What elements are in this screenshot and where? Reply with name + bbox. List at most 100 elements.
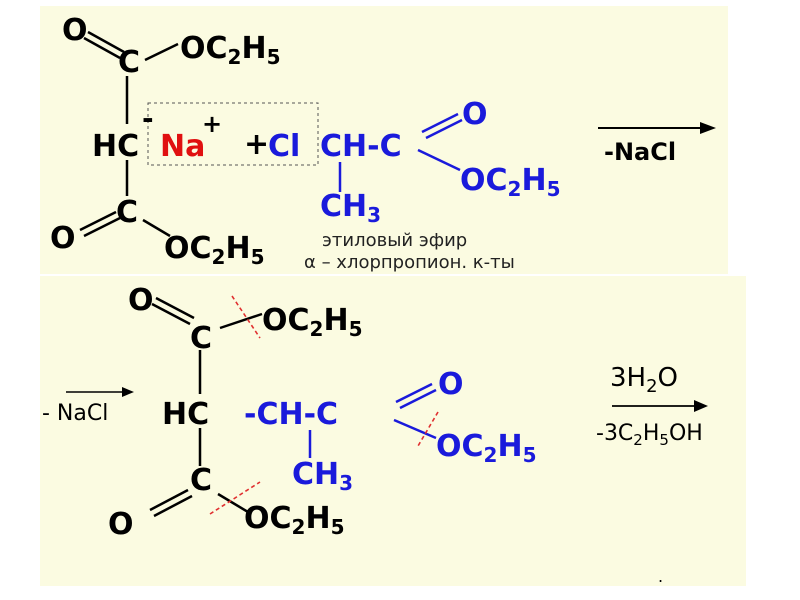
ester-sub2: 2 [212, 245, 226, 269]
bottom-blue-bond-c-oc2h5 [393, 418, 437, 440]
top-ch-c: CH-C [320, 129, 402, 164]
top-panel [40, 6, 728, 274]
top-na: Na [160, 129, 205, 164]
ethanol-h: H [643, 421, 660, 446]
top-bonds [79, 30, 179, 238]
top-c-lower: C [116, 195, 138, 230]
ester-h: H [305, 501, 330, 536]
bottom-cleavage-marks [209, 295, 439, 515]
top-o-upper: O [62, 13, 88, 48]
top-cl: Cl [268, 129, 300, 164]
top-dashed-box [147, 102, 319, 166]
top-reaction-arrow [598, 122, 716, 134]
methyl-ch: CH [320, 189, 367, 224]
ethanol-oh: OH [669, 421, 703, 446]
top-plus: + [244, 127, 269, 162]
bottom-oc2h5-blue: OC2H5 [436, 429, 536, 467]
cut-mark-middle [417, 411, 439, 447]
ethanol-sub2: 2 [633, 431, 643, 449]
bottom-o-blue: O [438, 367, 464, 402]
top-oc2h5-upper: OC2H5 [180, 31, 280, 69]
top-hc: HC [92, 129, 139, 164]
ester-sub5: 5 [523, 443, 537, 467]
bottom-double-bond-lower-b [153, 494, 193, 518]
bottom-double-bond-upper-b [155, 296, 195, 320]
bottom-ch-c: -CH-C [244, 397, 338, 432]
arrow-head [700, 122, 716, 134]
bottom-c-upper: C [190, 321, 212, 356]
ester-sub2: 2 [484, 443, 498, 467]
methyl-ch: CH [292, 457, 339, 492]
ethanol-sub5: 5 [659, 431, 669, 449]
top-double-bond-lower-a [79, 210, 117, 232]
top-oc2h5-lower: OC2H5 [164, 231, 264, 269]
ester-oc: OC [180, 31, 228, 66]
ethanol-3c: -3C [596, 421, 633, 446]
ester-oc: OC [460, 163, 508, 198]
ester-oc: OC [244, 501, 292, 536]
top-minus: - [142, 102, 154, 135]
ester-sub5: 5 [267, 45, 281, 69]
bottom-water-label: 3H2O [610, 363, 678, 397]
top-double-bond-upper-a [83, 36, 121, 60]
top-na-charge: + [202, 110, 222, 138]
top-blue-bonds [338, 112, 463, 192]
ester-h: H [497, 429, 522, 464]
bottom-left-arrow [66, 387, 134, 397]
water-3h: 3H [610, 363, 646, 393]
ester-sub5: 5 [331, 515, 345, 539]
ester-oc: OC [436, 429, 484, 464]
bottom-left-label: - NaCl [42, 401, 108, 426]
top-bond-c-oc2h5-upper [144, 42, 179, 62]
ester-h: H [323, 303, 348, 338]
top-c-upper: C [118, 45, 140, 80]
top-name-line1: этиловый эфир [322, 230, 467, 251]
bottom-o-upper: O [128, 283, 154, 318]
bottom-bonds [149, 296, 263, 518]
top-oc2h5-blue: OC2H5 [460, 163, 560, 201]
bottom-ethanol-label: -3C2H5OH [596, 421, 703, 449]
bottom-hc: HC [162, 397, 209, 432]
bottom-oc2h5-lower: OC2H5 [244, 501, 344, 539]
top-double-bond-lower-b [83, 216, 121, 238]
bottom-hydrolysis-arrow [612, 400, 708, 412]
bottom-bond-c-oc2h5-upper [219, 312, 263, 330]
bottom-ch3: CH3 [292, 457, 353, 495]
ester-oc: OC [164, 231, 212, 266]
top-bond-c-oc2h5-lower [142, 218, 171, 238]
ester-sub2: 2 [228, 45, 242, 69]
bottom-panel [40, 276, 746, 586]
arrow-head [122, 387, 134, 397]
bottom-blue-double-bond-a [395, 382, 433, 404]
methyl-sub3: 3 [339, 471, 353, 495]
top-blue-bond-c-oc2h5 [417, 148, 461, 172]
bottom-c-lower: C [190, 463, 212, 498]
ester-h: H [241, 31, 266, 66]
ester-sub2: 2 [310, 317, 324, 341]
ester-sub5: 5 [349, 317, 363, 341]
ester-sub2: 2 [508, 177, 522, 201]
bottom-blue-double-bond-b [399, 388, 437, 410]
top-name-line2: α – хлорпропион. к-ты [304, 252, 515, 273]
bottom-bond-c-oc2h5-lower [217, 492, 249, 514]
methyl-sub3: 3 [367, 203, 381, 227]
bottom-blue-bonds [308, 382, 437, 458]
bottom-o-lower: O [108, 507, 134, 542]
ester-h: H [521, 163, 546, 198]
water-sub2: 2 [646, 376, 657, 397]
bottom-dot: . [658, 567, 663, 586]
ester-sub2: 2 [292, 515, 306, 539]
cut-mark-upper [231, 295, 261, 339]
top-double-bond-upper-b [87, 30, 125, 54]
top-arrow-label: -NaCl [604, 138, 676, 166]
ester-oc: OC [262, 303, 310, 338]
top-blue-double-bond-a [421, 112, 459, 134]
bottom-double-bond-upper-a [151, 302, 191, 326]
water-o: O [658, 363, 678, 393]
arrow-head [694, 400, 708, 412]
cut-mark-lower [209, 481, 261, 515]
top-o-blue: O [462, 97, 488, 132]
ester-h: H [225, 231, 250, 266]
top-blue-double-bond-b [425, 118, 463, 140]
